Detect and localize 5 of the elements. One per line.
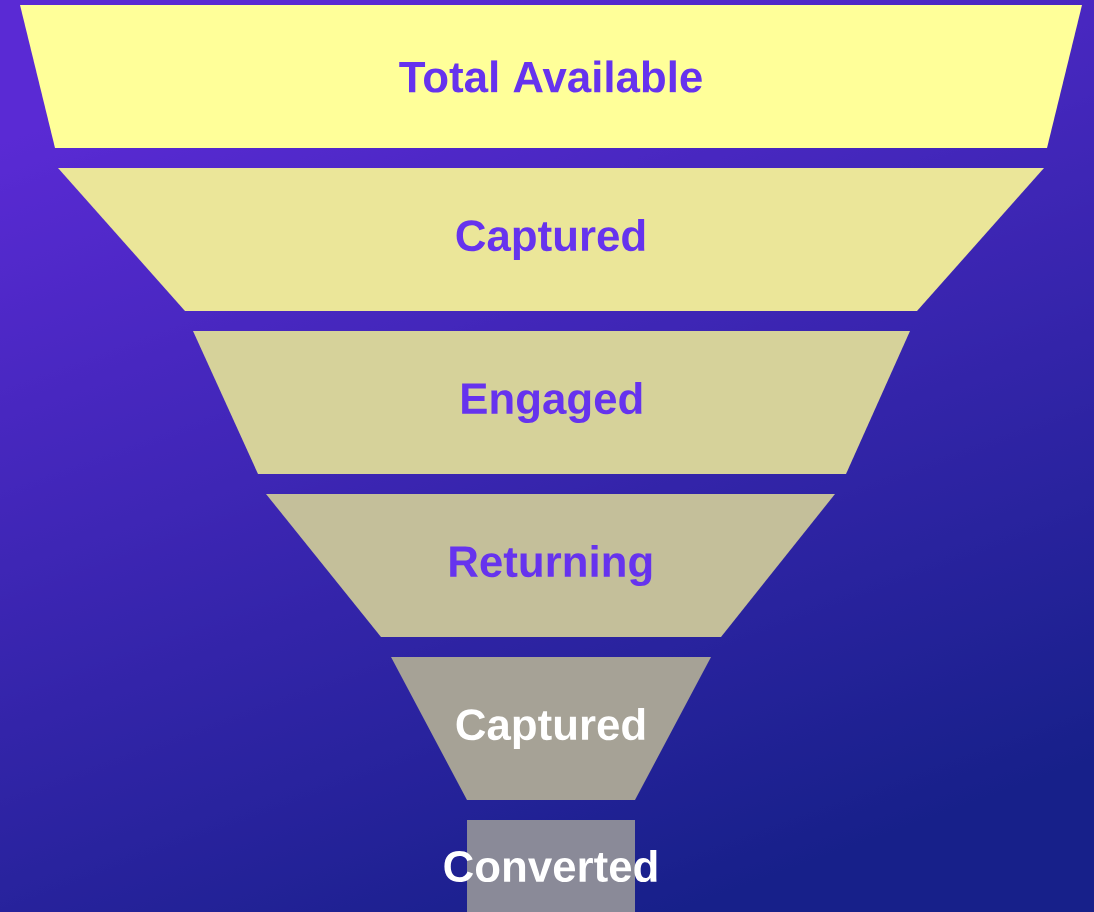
funnel-segment: Captured [58, 168, 1044, 311]
funnel-segment: Captured [391, 657, 711, 800]
funnel-segment: Returning [266, 494, 835, 637]
funnel-segment: Engaged [193, 331, 910, 474]
funnel-segment: Total Available [20, 5, 1082, 148]
